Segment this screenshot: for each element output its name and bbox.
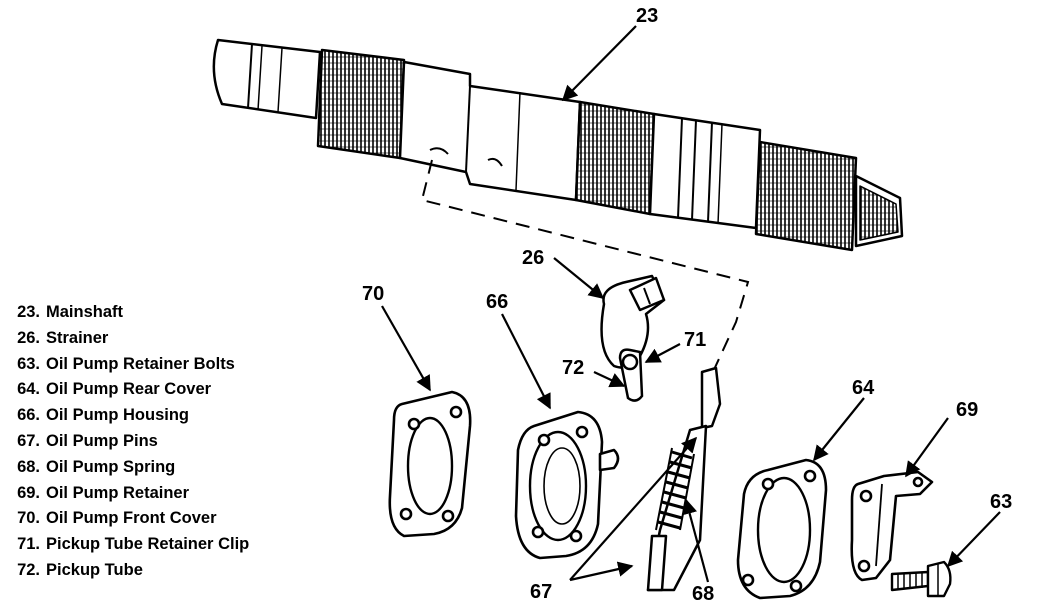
legend-label: Oil Pump Front Cover	[46, 509, 217, 528]
callout-68: 68	[692, 583, 714, 605]
callout-26: 26	[522, 247, 544, 269]
callout-72: 72	[562, 357, 584, 379]
callout-23: 23	[636, 5, 658, 27]
legend-label: Oil Pump Rear Cover	[46, 380, 212, 399]
legend-label: Mainshaft	[46, 303, 124, 321]
callout-71: 71	[684, 329, 706, 351]
pickup-tube	[618, 348, 644, 402]
strainer	[600, 274, 666, 369]
mainshaft	[212, 38, 904, 252]
callout-66: 66	[486, 291, 508, 313]
legend-item: 26. Strainer	[6, 326, 316, 352]
legend-label: Oil Pump Housing	[46, 406, 189, 425]
legend-number: 71.	[17, 535, 40, 554]
arrow-68	[682, 498, 710, 583]
arrow-23	[561, 25, 637, 102]
parts-legend: 23. Mainshaft 26. Strainer 63. Oil Pump Ret…	[6, 300, 316, 584]
legend-item: 23. Mainshaft	[6, 300, 316, 326]
legend-number: 63.	[17, 354, 40, 373]
arrow-71	[644, 343, 681, 363]
arrow-67a	[569, 436, 698, 581]
legend-label: Oil Pump Retainer	[46, 483, 190, 502]
legend-item: 72. Pickup Tube	[6, 558, 316, 584]
legend-number: 68.	[17, 457, 40, 476]
arrow-70	[381, 305, 431, 392]
legend-number: 26.	[17, 328, 40, 347]
callout-67: 67	[530, 581, 552, 603]
legend-label: Strainer	[46, 328, 109, 347]
callout-70: 70	[362, 283, 384, 305]
callout-69: 69	[956, 399, 978, 421]
legend-item: 66. Oil Pump Housing	[6, 403, 316, 429]
legend-number: 23.	[17, 303, 40, 321]
legend-number: 66.	[17, 406, 40, 425]
callout-63: 63	[990, 491, 1012, 513]
legend-item: 68. Oil Pump Spring	[6, 455, 316, 481]
oil-pump-retainer-bolt	[890, 560, 952, 598]
legend-label: Oil Pump Pins	[46, 431, 158, 450]
legend-item: 67. Oil Pump Pins	[6, 429, 316, 455]
arrow-64	[813, 397, 865, 462]
legend-number: 72.	[17, 560, 40, 579]
legend-label: Pickup Tube Retainer Clip	[46, 535, 250, 554]
arrow-26	[553, 257, 605, 299]
arrow-63	[946, 511, 1001, 568]
oil-pump-retainer	[850, 470, 934, 582]
legend-number: 70.	[17, 509, 40, 528]
oil-pump-front-cover	[388, 390, 472, 538]
arrow-72	[593, 371, 626, 388]
arrow-66	[501, 313, 551, 410]
legend-number: 64.	[17, 380, 40, 399]
legend-item: 69. Oil Pump Retainer	[6, 481, 316, 507]
oil-pump-rear-cover	[736, 458, 828, 600]
legend-item: 64. Oil Pump Rear Cover	[6, 377, 316, 403]
legend-number: 69.	[17, 483, 40, 502]
legend-number: 67.	[17, 431, 40, 450]
oil-pump-housing	[514, 410, 620, 560]
legend-item: 71. Pickup Tube Retainer Clip	[6, 532, 316, 558]
arrow-67b	[569, 561, 634, 582]
callout-64: 64	[852, 377, 875, 399]
legend-label: Pickup Tube	[46, 560, 143, 579]
assembly-dash-line	[420, 159, 750, 375]
legend-item: 70. Oil Pump Front Cover	[6, 506, 316, 532]
legend-label: Oil Pump Spring	[46, 457, 176, 476]
legend-item: 63. Oil Pump Retainer Bolts	[6, 352, 316, 378]
legend-label: Oil Pump Retainer Bolts	[46, 354, 235, 373]
arrow-69	[905, 417, 949, 478]
